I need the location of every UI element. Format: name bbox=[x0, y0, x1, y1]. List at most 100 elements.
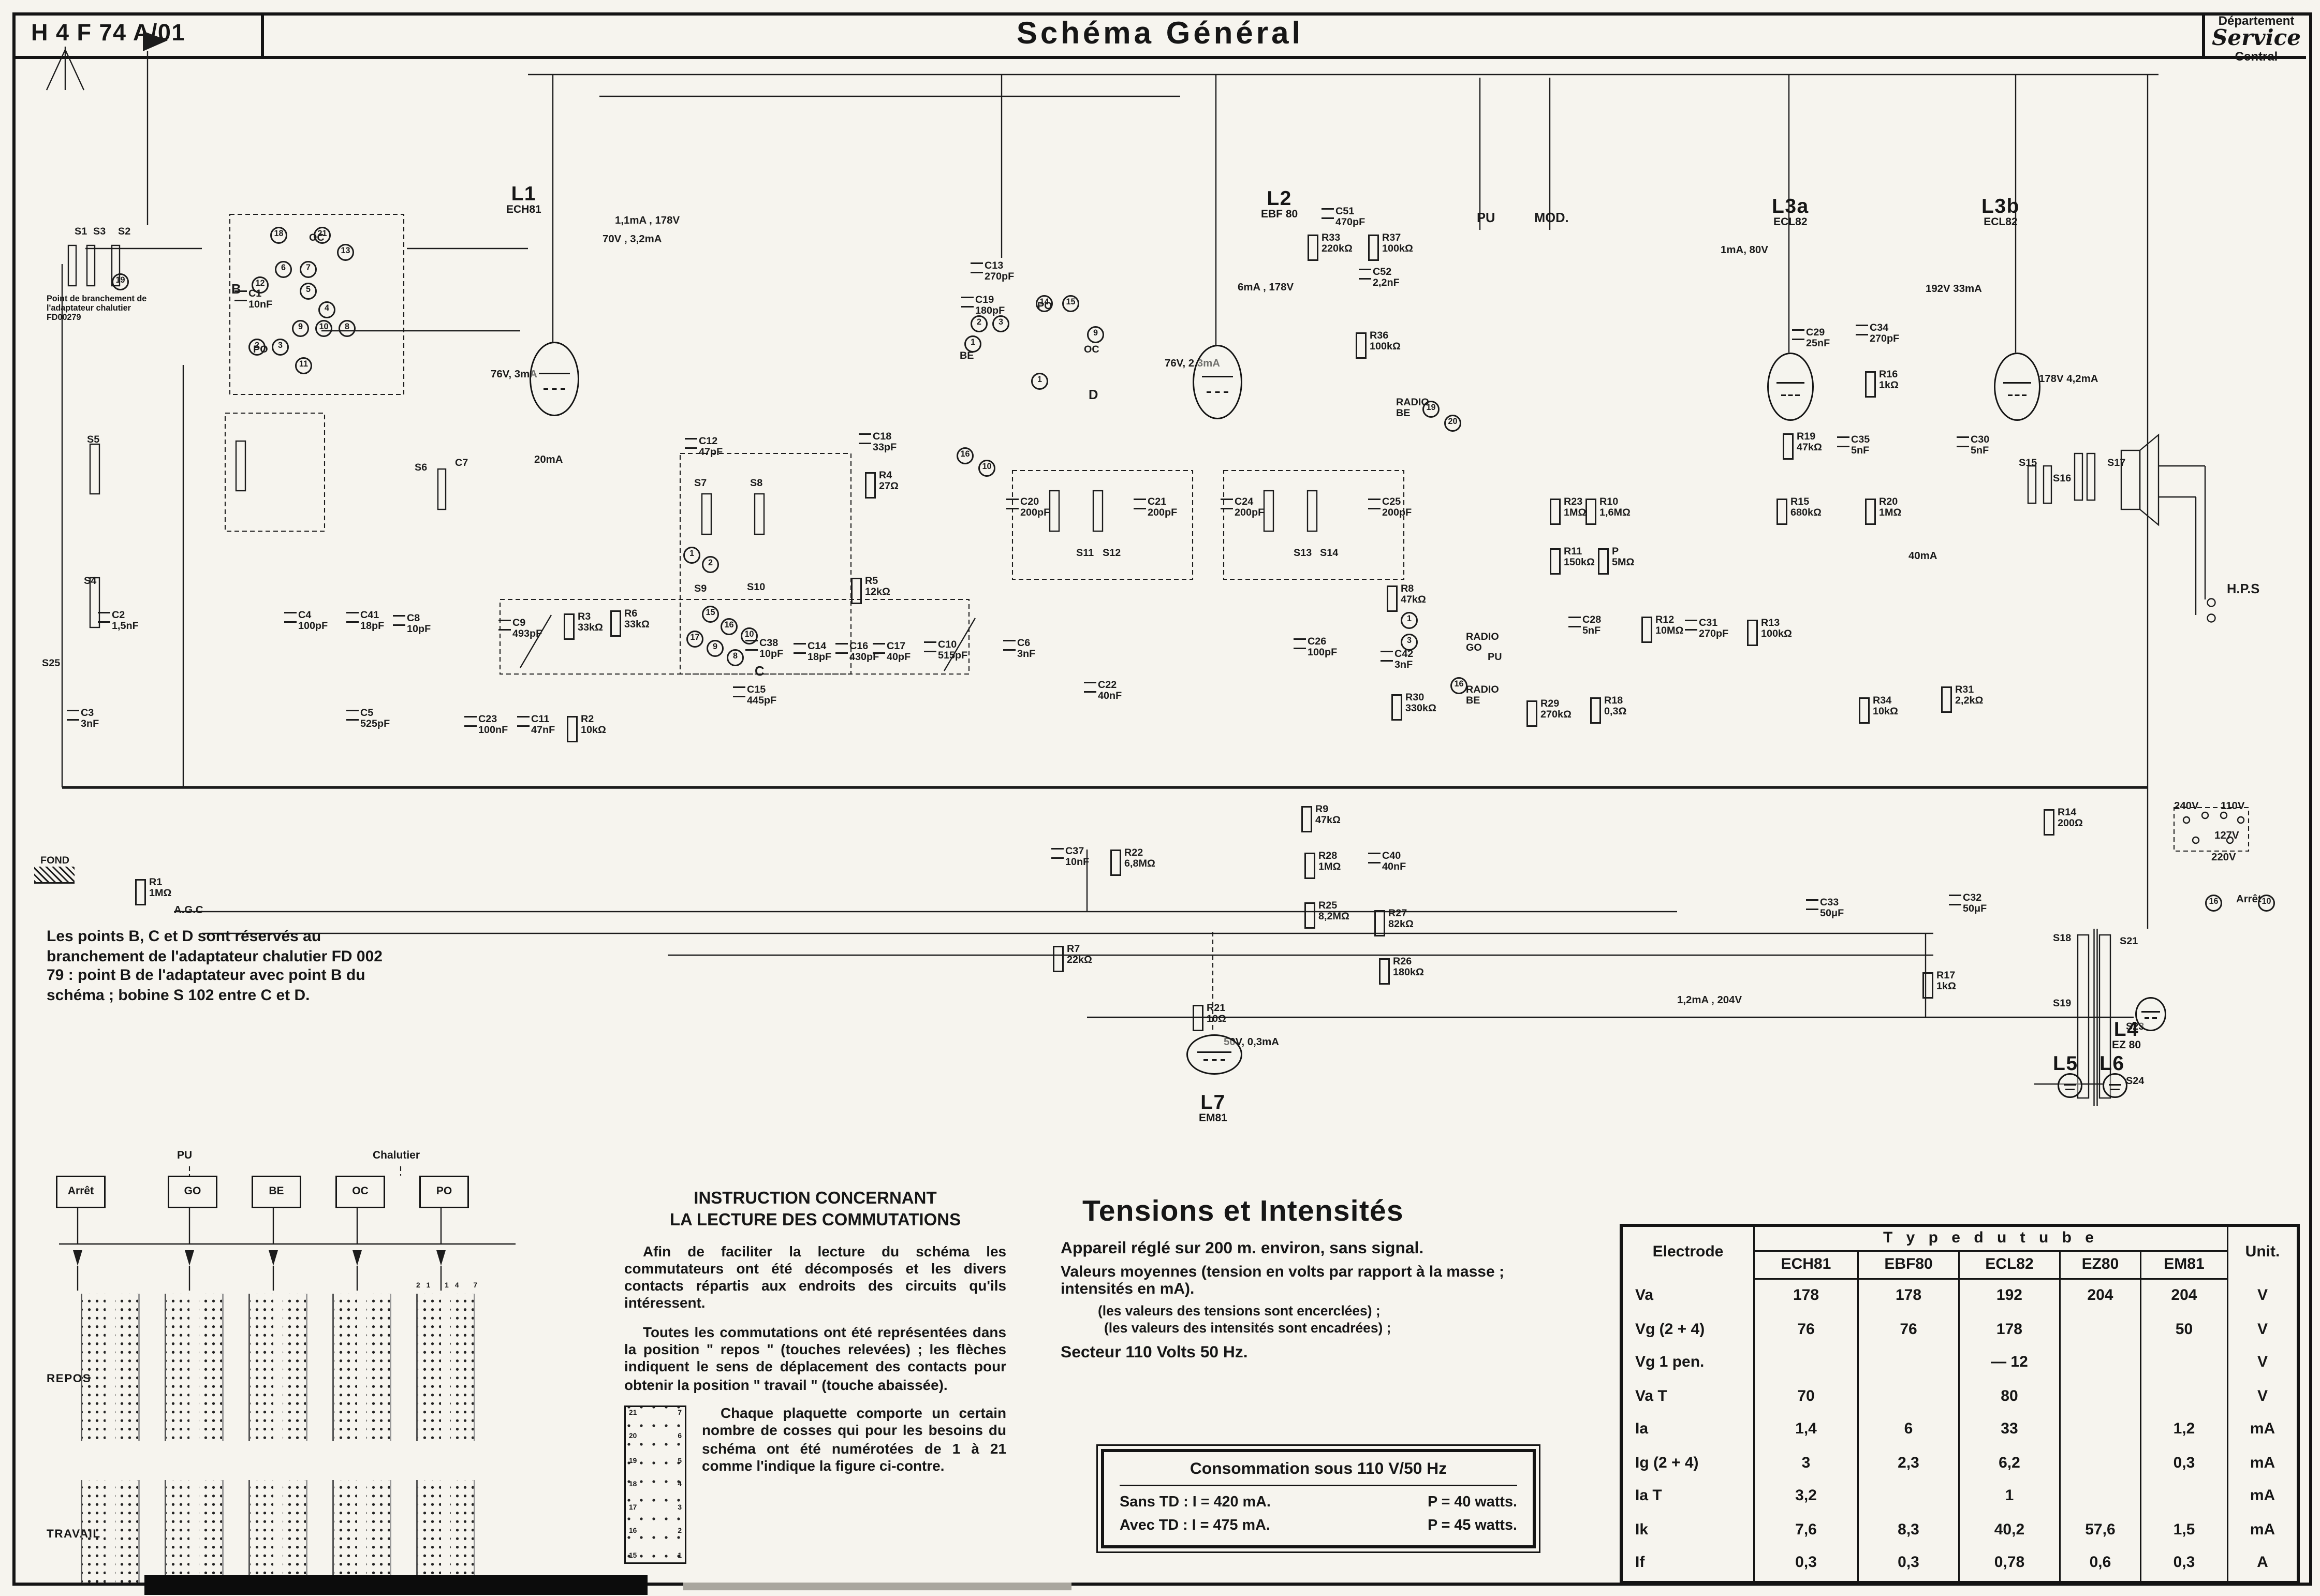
component-label: H.P.S bbox=[2227, 581, 2260, 596]
branch-note: Point de branchement de l'adaptateur cha… bbox=[47, 295, 147, 324]
switch-plaquette bbox=[332, 1294, 398, 1441]
component-label: C38 10pF bbox=[745, 638, 783, 661]
resistor-symbol bbox=[1641, 617, 1652, 643]
resistor-symbol bbox=[1356, 332, 1367, 359]
resistor-symbol bbox=[865, 472, 876, 499]
component-label: C11 47nF bbox=[517, 714, 555, 737]
component-label: S1 bbox=[75, 227, 87, 238]
page-title: Schéma Général bbox=[1016, 17, 1304, 51]
tensions-line5: Secteur 110 Volts 50 Hz. bbox=[1061, 1343, 1248, 1362]
instructions-paragraph-3: Chaque plaquette comporte un certain nom… bbox=[702, 1405, 1006, 1474]
component-label: RADIO BE bbox=[1466, 685, 1499, 707]
contact-number: 10 bbox=[2258, 895, 2275, 912]
capacitor-symbol bbox=[1368, 853, 1381, 863]
department-stamp: Département Service Central bbox=[2205, 14, 2308, 64]
instructions-paragraph-2: Toutes les commutations ont été représen… bbox=[624, 1324, 1006, 1393]
component-label: S18 bbox=[2053, 933, 2072, 944]
component-label: R27 82kΩ bbox=[1374, 909, 1414, 936]
component-label: C bbox=[755, 663, 765, 679]
capacitor-symbol bbox=[859, 433, 871, 444]
resistor-symbol bbox=[1550, 499, 1561, 525]
consumption-title: Consommation sous 110 V/50 Hz bbox=[1120, 1460, 1517, 1486]
ground-label: FOND bbox=[40, 856, 70, 867]
component-label: C15 445pF bbox=[733, 685, 776, 707]
component-label: S16 bbox=[2053, 474, 2072, 485]
plaquette-top-numbers: 21 14 7 bbox=[416, 1281, 483, 1289]
component-label: C1 10nF bbox=[234, 289, 272, 311]
component-label: C52 2,2nF bbox=[1359, 267, 1400, 289]
capacitor-symbol bbox=[1368, 499, 1381, 509]
component-label: R3 33kΩ bbox=[564, 612, 603, 640]
table-tube-header: ECL82 bbox=[1958, 1251, 2060, 1280]
switch-button-oc: OC bbox=[335, 1176, 385, 1208]
capacitor-symbol bbox=[1568, 617, 1581, 627]
ground-symbol bbox=[34, 867, 75, 884]
capacitor-symbol bbox=[464, 716, 477, 727]
capacitor-symbol bbox=[873, 643, 885, 654]
contact-number: 8 bbox=[727, 649, 744, 666]
component-label: R21 10Ω bbox=[1193, 1003, 1226, 1031]
page-border bbox=[12, 12, 2312, 1586]
component-label: 1,1mA , 178V bbox=[615, 216, 680, 227]
adapter-note: Les points B, C et D sont réservés au br… bbox=[47, 929, 383, 1004]
capacitor-symbol bbox=[971, 262, 983, 273]
component-label: C6 3nF bbox=[1003, 638, 1035, 661]
capacitor-symbol bbox=[1381, 651, 1393, 662]
switch-plaquette bbox=[81, 1480, 146, 1583]
component-label: R31 2,2kΩ bbox=[1941, 685, 1983, 713]
resistor-symbol bbox=[1590, 697, 1601, 724]
component-label: 6mA , 178V bbox=[1238, 283, 1294, 294]
capacitor-symbol bbox=[1051, 848, 1064, 859]
component-label: C51 470pF bbox=[1321, 207, 1365, 229]
resistor-symbol bbox=[1550, 548, 1561, 575]
component-label: C25 200pF bbox=[1368, 497, 1412, 519]
tube-envelope-L5 bbox=[2058, 1073, 2082, 1098]
switch-top-label-pu: PU bbox=[177, 1151, 193, 1162]
dept-line3: Central bbox=[2235, 50, 2278, 64]
component-label: C28 5nF bbox=[1568, 615, 1601, 637]
contact-number: 13 bbox=[337, 244, 354, 261]
contact-number: 9 bbox=[707, 640, 724, 657]
component-label: C12 47pF bbox=[685, 436, 723, 459]
tube-envelope-L4 bbox=[2135, 997, 2166, 1031]
component-label: C19 180pF bbox=[961, 295, 1005, 317]
contact-number: 5 bbox=[300, 283, 317, 300]
capacitor-symbol bbox=[794, 643, 806, 654]
tube-envelope-L3b bbox=[1994, 353, 2040, 421]
resistor-symbol bbox=[1304, 853, 1315, 879]
tensions-line3: (les valeurs des tensions sont encerclée… bbox=[1098, 1303, 1381, 1319]
component-label: 1mA, 80V bbox=[1721, 245, 1768, 256]
capacitor-symbol bbox=[1957, 436, 1969, 447]
component-label: R16 1kΩ bbox=[1865, 370, 1899, 398]
dept-line2: Service bbox=[2212, 27, 2301, 52]
resistor-symbol bbox=[851, 578, 862, 604]
capacitor-symbol bbox=[1294, 638, 1306, 649]
capacitor-symbol bbox=[498, 620, 511, 631]
resistor-symbol bbox=[1776, 499, 1787, 525]
component-label: S13 bbox=[1294, 548, 1312, 559]
component-label: R15 680kΩ bbox=[1776, 497, 1822, 525]
switch-button-po: PO bbox=[419, 1176, 469, 1208]
component-label: R28 1MΩ bbox=[1304, 851, 1341, 879]
component-label: C3 3nF bbox=[67, 708, 99, 730]
table-corner: Electrode bbox=[1652, 1244, 1724, 1262]
capacitor-symbol bbox=[1792, 329, 1804, 340]
capacitor-symbol bbox=[346, 710, 359, 721]
contact-number: 1 bbox=[1031, 373, 1048, 390]
tube-label-L6: L6 bbox=[2099, 1051, 2125, 1075]
component-label: 76V, 3mA bbox=[491, 370, 537, 380]
switch-plaquette bbox=[248, 1294, 314, 1441]
contact-number: 1 bbox=[1401, 612, 1418, 629]
component-label: R29 270kΩ bbox=[1526, 699, 1572, 727]
resistor-symbol bbox=[135, 879, 146, 905]
component-label: S10 bbox=[747, 582, 766, 593]
contact-number: 18 bbox=[270, 227, 287, 244]
consumption-row-1: Sans TD : I = 420 mA. P = 40 watts. bbox=[1120, 1494, 1517, 1511]
component-label: R19 47kΩ bbox=[1783, 432, 1822, 460]
contact-number: 4 bbox=[318, 301, 335, 318]
tube-envelope-L3a bbox=[1767, 353, 1814, 421]
component-label: R10 1,6MΩ bbox=[1585, 497, 1631, 525]
